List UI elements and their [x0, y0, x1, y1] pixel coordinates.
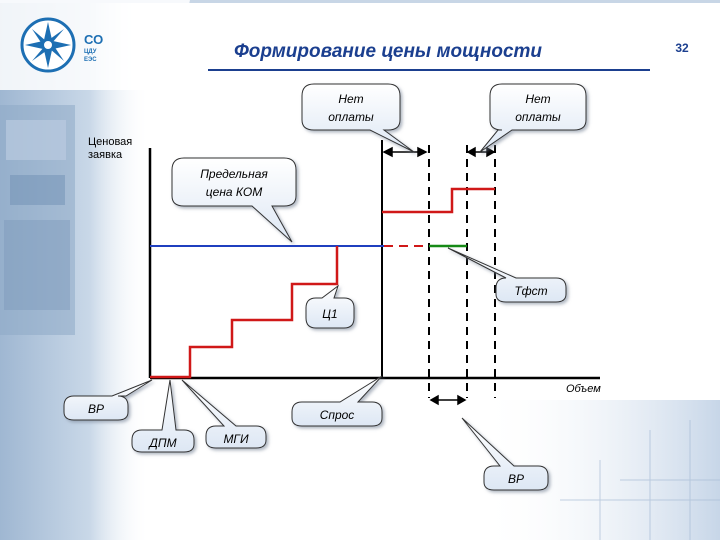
callout-vr-left: [63, 379, 153, 421]
callout-demand: [291, 375, 383, 427]
offer-price-steps: [150, 246, 339, 379]
demand-label: Спрос: [320, 408, 355, 422]
callout-vr-bottom: [461, 417, 549, 491]
dpm-label: ДПМ: [147, 436, 176, 450]
callout-mgi: [181, 379, 267, 449]
no-payment-left-line2: оплаты: [328, 110, 374, 124]
capacity-bounds: [428, 145, 496, 398]
tfst-label: Тфст: [514, 284, 547, 298]
company-logo: СО ЦДУ ЕЭС: [20, 17, 103, 73]
no-payment-left-line1: Нет: [338, 92, 363, 106]
y-axis-label-line2: заявка: [88, 149, 123, 161]
price-cap-line2: цена КОМ: [206, 185, 262, 199]
vr-left-label: ВР: [88, 402, 104, 416]
logo-text-ees: ЕЭС: [84, 57, 97, 63]
interval-arrows: [382, 146, 496, 406]
callout-c1: [305, 284, 355, 329]
callout-tfst: [447, 247, 567, 303]
axes: [148, 140, 600, 380]
price-cap-line1: Предельная: [200, 167, 268, 181]
offer-steps-above-demand: [382, 187, 495, 214]
callout-no-payment-right: [479, 83, 587, 153]
y-axis-label-line1: Ценовая: [88, 136, 132, 148]
page-title: Формирование цены мощности: [234, 41, 542, 62]
logo-text-cdu: ЦДУ: [84, 49, 97, 55]
callout-dpm: [131, 379, 195, 453]
callout-price-cap: [171, 157, 297, 243]
page-number: 32: [675, 41, 689, 55]
mgi-label: МГИ: [223, 432, 249, 446]
no-payment-right-line1: Нет: [525, 92, 550, 106]
c1-label: Ц1: [322, 307, 337, 321]
x-axis-label: Объем: [566, 383, 601, 395]
callout-no-payment-left: [301, 83, 415, 153]
vr-bottom-label: ВР: [508, 472, 524, 486]
no-payment-right-line2: оплаты: [515, 110, 561, 124]
logo-text-so: СО: [84, 32, 103, 47]
